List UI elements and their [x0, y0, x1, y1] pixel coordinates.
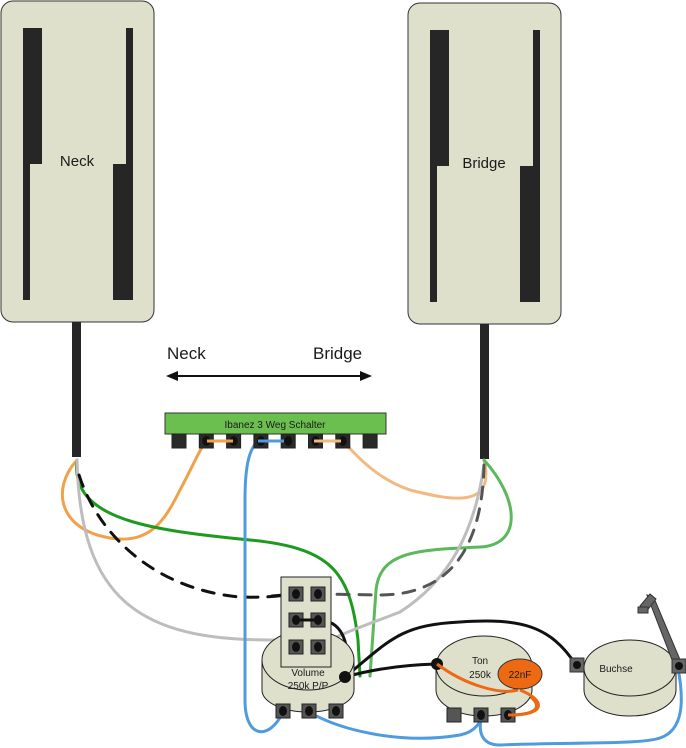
volume-pot: Volume 250k P/P	[261, 576, 355, 719]
wire-blue-switch-volume	[243, 439, 285, 733]
wire-neck-dashed	[77, 473, 298, 599]
jack-label: Buchse	[599, 664, 633, 675]
direction-neck-label: Neck	[167, 344, 206, 363]
neck-pickup: Neck	[0, 0, 155, 323]
switch-terminal	[335, 433, 351, 449]
output-jack: Buchse	[569, 593, 686, 717]
wire-black-volume-jack	[343, 619, 578, 679]
tone-lug	[446, 707, 462, 723]
wire-neck-gray	[75, 458, 298, 642]
switch-label: Ibanez 3 Weg Schalter	[225, 420, 327, 431]
double-arrow-icon	[166, 371, 372, 381]
push-pull-terminal	[288, 586, 304, 602]
bridge-pickup-label: Bridge	[462, 155, 505, 172]
push-pull-terminal	[288, 639, 304, 655]
volume-label-1: Volume	[291, 668, 325, 679]
tone-label-2: 250k	[469, 670, 492, 681]
direction-bridge-label: Bridge	[313, 344, 362, 363]
wire-neck-orange	[60, 439, 209, 541]
volume-label-2: 250k P/P	[288, 681, 329, 692]
switch-terminal	[362, 433, 378, 449]
wire-bridge-dashed	[316, 463, 486, 597]
volume-solder-point	[339, 671, 351, 683]
tone-lug	[473, 707, 489, 723]
switch-terminal	[171, 433, 187, 449]
neck-pickup-label: Neck	[60, 153, 95, 170]
wire-blue-volume-tone	[307, 710, 484, 740]
wire-bridge-orange	[341, 439, 488, 500]
pickup-selector-switch: Ibanez 3 Weg Schalter	[164, 412, 387, 449]
tone-label-1: Ton	[472, 656, 488, 667]
capacitor-label: 22nF	[509, 670, 532, 681]
capacitor: 22nF	[497, 658, 543, 690]
volume-lug	[328, 703, 344, 719]
volume-lug	[275, 703, 291, 719]
volume-lug	[301, 703, 317, 719]
neck-pickup-cable	[72, 322, 81, 457]
wire-bridge-gray	[328, 463, 486, 642]
switch-terminal	[280, 433, 296, 449]
push-pull-terminal	[310, 586, 326, 602]
wire-blue-tone-jack	[478, 666, 683, 747]
wire-bridge-green	[368, 458, 513, 678]
push-pull-terminal	[310, 639, 326, 655]
bridge-pickup-cable	[480, 324, 489, 459]
bridge-pickup: Bridge	[407, 2, 562, 325]
wire-neck-green	[75, 458, 362, 678]
